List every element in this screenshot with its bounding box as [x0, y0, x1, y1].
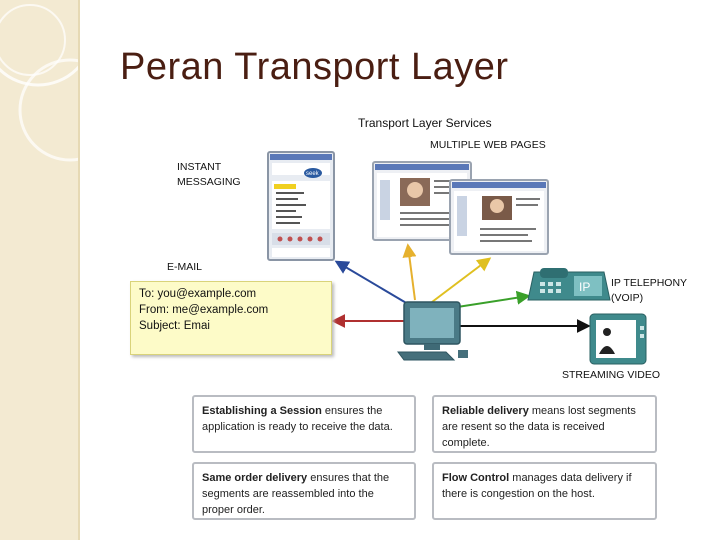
label-email: E-MAIL	[167, 261, 203, 273]
label-multiple-web-pages: MULTIPLE WEB PAGES	[430, 139, 546, 151]
info-reliable-text: means lost segments are resent so the da…	[442, 405, 636, 449]
info-box-session: Establishing a Session ensures the appli…	[192, 395, 416, 453]
info-order-lead: Same order delivery	[202, 472, 308, 484]
slide-title: Peran Transport Layer	[120, 46, 509, 88]
label-ip-telephony: IP TELEPHONY (VOIP)	[611, 277, 687, 304]
arrow-to-web-page-2	[431, 257, 492, 303]
info-session-lead: Establishing a Session	[202, 405, 322, 417]
email-card: To: you@example.com From: me@example.com…	[130, 281, 332, 355]
info-order-text: ensures that the segments are reassemble…	[202, 472, 390, 516]
decorative-sidebar	[0, 0, 80, 540]
ip-badge-text: IP	[579, 280, 590, 294]
ip-phone-icon: IP	[527, 268, 611, 301]
arrow-to-web-page-1	[402, 243, 417, 301]
arrow-to-email	[334, 260, 409, 305]
web-page-window-2	[449, 179, 549, 255]
sidebar-rings-graphic	[0, 4, 80, 162]
instant-messaging-window: seek	[267, 151, 335, 261]
info-flow-lead: Flow Control	[442, 472, 510, 484]
info-flow-text: manages data delivery if there is conges…	[442, 472, 632, 500]
email-from-line: From: me@example.com	[139, 304, 269, 316]
email-subject-line: Subject: Emai	[139, 320, 210, 332]
computer-icon	[397, 301, 468, 361]
info-box-flow-control: Flow Control manages data delivery if th…	[432, 462, 657, 520]
info-box-same-order-delivery: Same order delivery ensures that the seg…	[192, 462, 416, 520]
diagram-title: Transport Layer Services	[358, 116, 492, 130]
streaming-video-monitor-icon	[589, 313, 647, 365]
info-box-reliable-delivery: Reliable delivery means lost segments ar…	[432, 395, 657, 453]
label-instant-messaging: INSTANT MESSAGING	[177, 161, 241, 188]
info-reliable-lead: Reliable delivery	[442, 405, 529, 417]
label-streaming-video: STREAMING VIDEO	[562, 369, 661, 381]
info-session-text: ensures the application is ready to rece…	[202, 405, 393, 433]
email-to-line: To: you@example.com	[139, 288, 257, 300]
seek-logo-text: seek	[306, 171, 320, 177]
